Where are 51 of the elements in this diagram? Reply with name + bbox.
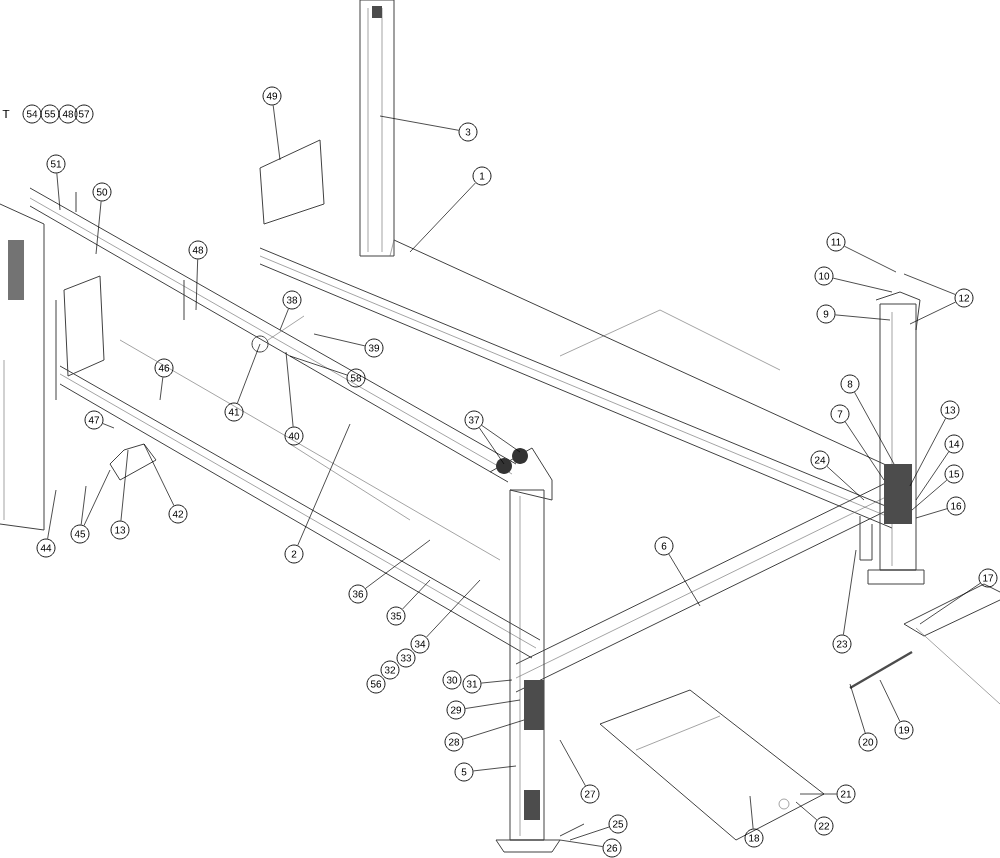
leader-line bbox=[668, 553, 701, 607]
leader-line bbox=[313, 333, 366, 347]
leader-line bbox=[481, 425, 521, 453]
leader-line bbox=[915, 451, 950, 501]
leader-line bbox=[297, 423, 351, 546]
leader-line bbox=[835, 314, 891, 321]
leader-line bbox=[844, 245, 897, 273]
leader-line bbox=[919, 582, 981, 625]
leader-line bbox=[854, 391, 895, 465]
leader-line bbox=[559, 739, 586, 787]
leader-line bbox=[279, 308, 289, 331]
leader-line bbox=[909, 418, 946, 487]
leader-line bbox=[911, 479, 948, 511]
leader-line bbox=[80, 485, 87, 525]
leader-line bbox=[237, 343, 261, 404]
leader-line bbox=[159, 377, 164, 401]
leader-line bbox=[365, 539, 431, 589]
leader-line bbox=[795, 801, 818, 821]
leader-line bbox=[56, 173, 61, 211]
leader-line bbox=[143, 443, 175, 506]
leader-line bbox=[481, 679, 513, 684]
leader-line bbox=[47, 489, 57, 540]
leader-line bbox=[749, 795, 754, 829]
leader-line bbox=[120, 449, 129, 521]
leader-line bbox=[903, 273, 956, 295]
leader-line bbox=[826, 466, 865, 501]
leader-line bbox=[559, 839, 603, 847]
leader-line bbox=[379, 115, 460, 131]
leader-line bbox=[799, 793, 837, 795]
leader-line bbox=[462, 719, 525, 740]
leader-line bbox=[879, 679, 901, 722]
leader-line bbox=[569, 826, 610, 841]
leader-line bbox=[426, 579, 481, 638]
leader-line bbox=[473, 765, 517, 772]
leader-line bbox=[102, 423, 115, 429]
leader-line bbox=[832, 277, 893, 293]
leader-line bbox=[478, 427, 505, 465]
leader-line bbox=[289, 355, 348, 376]
leader-line bbox=[915, 508, 948, 519]
leader-line bbox=[95, 201, 102, 255]
leader-line bbox=[83, 469, 111, 526]
leader-line bbox=[465, 699, 521, 709]
leader-line bbox=[409, 182, 476, 253]
leader-line bbox=[843, 549, 857, 635]
leader-line bbox=[849, 683, 866, 734]
leader-line bbox=[844, 421, 885, 481]
leader-line bbox=[195, 259, 199, 311]
leader-line bbox=[909, 301, 956, 325]
leader-line bbox=[272, 105, 281, 161]
leader-line bbox=[402, 579, 431, 610]
leader-line bbox=[285, 351, 294, 427]
